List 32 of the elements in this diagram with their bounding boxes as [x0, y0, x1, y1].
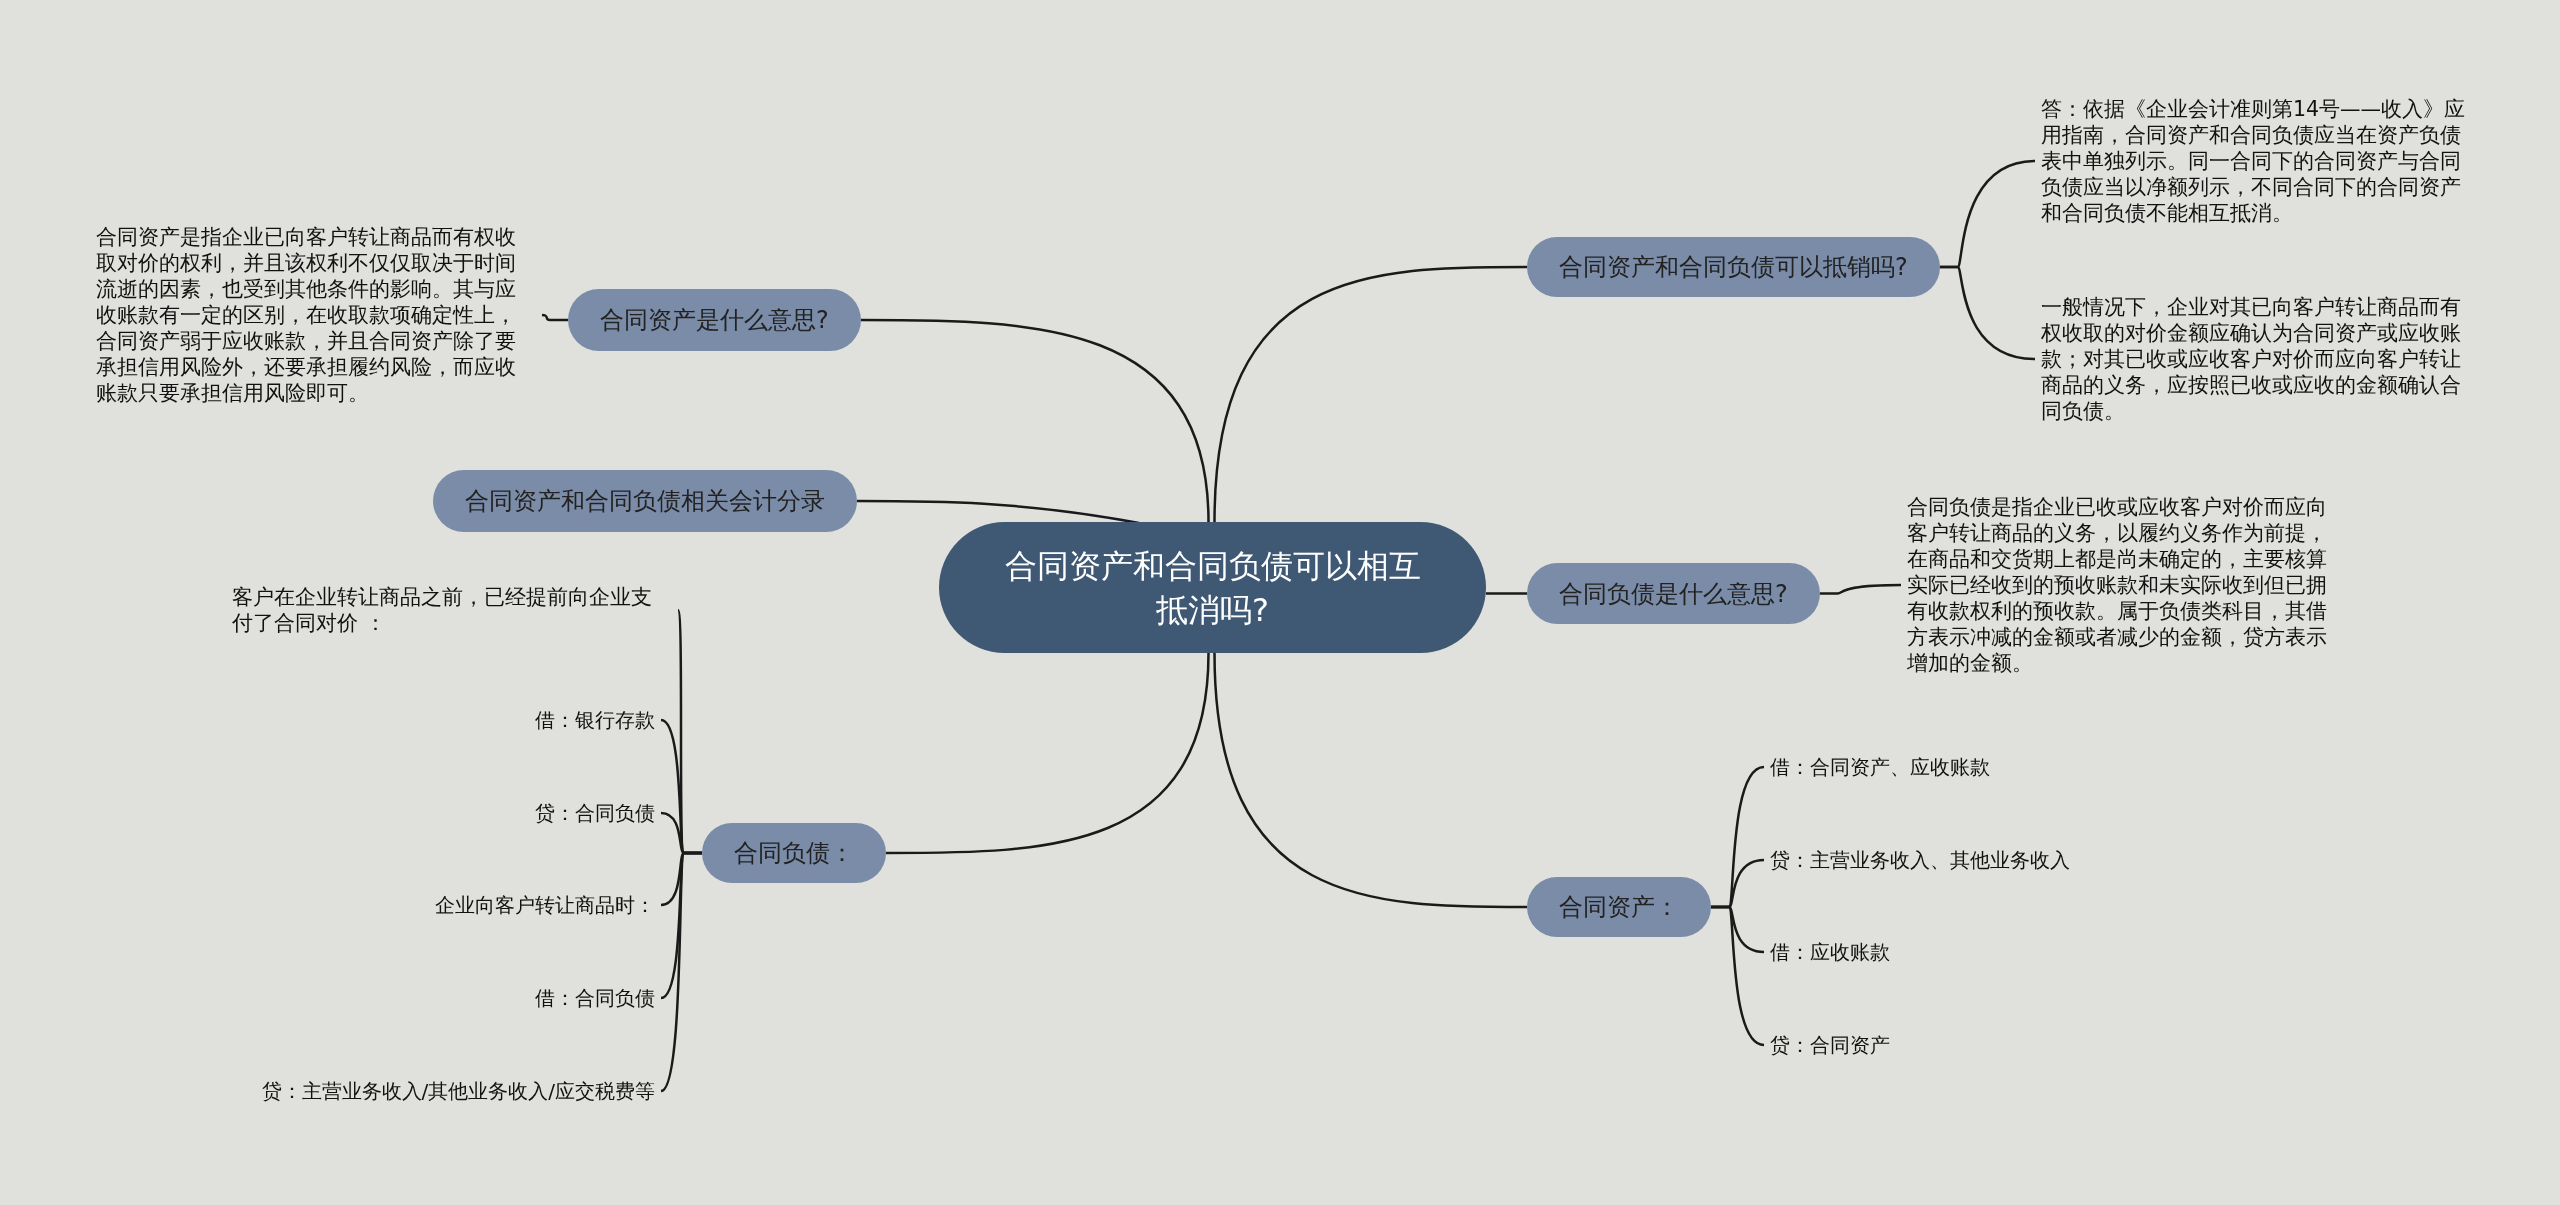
topic-pill: 合同资产是什么意思?	[568, 289, 861, 351]
entry-text: 贷：主营业务收入、其他业务收入	[1770, 846, 2070, 874]
entry-text: 借：合同负债	[535, 984, 655, 1012]
connector-line	[1213, 652, 1527, 909]
topic-pill: 合同负债：	[702, 823, 886, 883]
connector-line	[1213, 265, 1527, 523]
connector-line	[660, 851, 702, 1092]
entry-text: 企业向客户转让商品时：	[435, 891, 655, 919]
connector-line	[886, 652, 1210, 855]
topic-pill: 合同资产：	[1527, 877, 1711, 937]
connector-line	[1939, 265, 2036, 361]
entry-text: 贷：主营业务收入/其他业务收入/应交税费等	[261, 1077, 655, 1105]
connector-line	[860, 318, 1210, 523]
note-text: 答：依据《企业会计准则第14号——收入》应用指南，合同资产和合同负债应当在资产负债表中单独列示。同一合同下的合同资产与合同负债应当以净额列示，不同合同下的合同资产和合同负债不能相互抵消。	[2041, 96, 2481, 226]
topic-pill: 合同负债是什么意思?	[1527, 563, 1820, 624]
note-text: 客户在企业转让商品之前，已经提前向企业支付了合同对价 ：	[232, 584, 672, 636]
entry-text: 借：应收账款	[1770, 938, 1890, 966]
note-text: 合同负债是指企业已收或应收客户对价而应向客户转让商品的义务，以履约义务作为前提，在商品和交货期上都是尚未确定的，主要核算实际已经收到的预收账款和未实际收到但已拥有收款权利的预收款。属于负债类科目，其借方表示冲减的金额或者减少的金额，贷方表示增加的金额。	[1907, 494, 2347, 676]
entry-text: 贷：合同负债	[535, 799, 655, 827]
note-text: 合同资产是指企业已向客户转让商品而有权收取对价的权利，并且该权利不仅仅取决于时间流逝的因素，也受到其他条件的影响。其与应收账款有一定的区别，在收取款项确定性上，合同资产弱于应收账款，并且合同资产除了要承担信用风险外，还要承担履约风险，而应收账款只要承担信用风险即可。	[96, 224, 536, 406]
connector-line	[1486, 592, 1527, 595]
entry-text: 贷：合同资产	[1770, 1031, 1890, 1059]
connector-line	[541, 313, 568, 322]
entry-text: 借：合同资产、应收账款	[1770, 753, 1990, 781]
note-text: 一般情况下，企业对其已向客户转让商品而有权收取的对价金额应确认为合同资产或应收账款；对其已收或应收客户对价而应向客户转让商品的义务，应按照已收或应收的金额确认合同负债。	[2041, 294, 2481, 424]
topic-pill: 合同资产和合同负债相关会计分录	[433, 470, 857, 532]
entry-text: 借：银行存款	[535, 706, 655, 734]
connector-line	[1711, 905, 1765, 1047]
topic-pill: 合同资产和合同负债可以抵销吗?	[1527, 237, 1940, 297]
connector-line	[1819, 583, 1901, 595]
central-topic-pill: 合同资产和合同负债可以相互抵消吗?	[939, 522, 1486, 653]
connector-line	[857, 499, 1140, 525]
